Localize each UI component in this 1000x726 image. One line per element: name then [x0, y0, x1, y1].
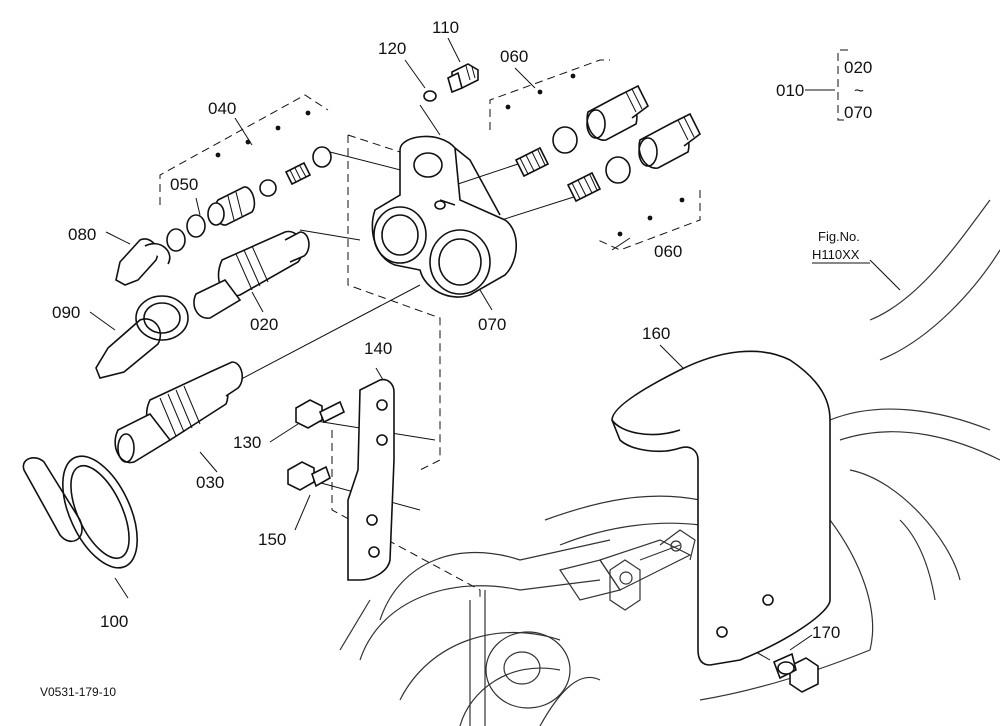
- part-020-coupler: [193, 230, 310, 319]
- fig-ref-line2: H110XX: [812, 247, 860, 262]
- part-060-set-bottom: [566, 112, 702, 203]
- label-160: 160: [642, 324, 670, 343]
- label-120: 120: [378, 39, 406, 58]
- label-070: 070: [478, 315, 506, 334]
- part-160-cover: [611, 350, 831, 666]
- part-140-bracket: [347, 378, 395, 581]
- label-010: 010: [776, 81, 804, 100]
- part-070-valve-block: [371, 135, 517, 298]
- part-130-bolt: [295, 399, 346, 429]
- drawing-code: V0531-179-10: [40, 685, 116, 699]
- part-030-coupler: [114, 361, 244, 464]
- part-110-fitting: [447, 63, 479, 94]
- part-080-dust-cap: [115, 238, 171, 286]
- label-020: 020: [250, 315, 278, 334]
- part-120-oring: [423, 90, 437, 102]
- part-labels: 110 120 060 040 050 080 090 020 070 060 …: [52, 18, 872, 642]
- part-060-set-top: [514, 84, 650, 178]
- leader-dots: [215, 73, 685, 237]
- label-080: 080: [68, 225, 96, 244]
- label-050: 050: [170, 175, 198, 194]
- label-110: 110: [432, 18, 459, 37]
- part-090-cap: [95, 295, 189, 379]
- group-bracket-010: [837, 49, 848, 121]
- label-range-020: 020: [844, 58, 872, 77]
- loader-frame-outline: [339, 199, 1000, 726]
- label-060-bottom: 060: [654, 242, 682, 261]
- part-150-bolt: [287, 461, 331, 491]
- label-170: 170: [812, 623, 840, 642]
- group-bracket-040: [159, 94, 329, 205]
- label-100: 100: [100, 612, 128, 631]
- fig-ref-line1: Fig.No.: [818, 229, 860, 244]
- label-range-070: 070: [844, 103, 872, 122]
- label-140: 140: [364, 339, 392, 358]
- label-150: 150: [258, 530, 286, 549]
- label-range-tilde: ~: [854, 81, 864, 100]
- figure-reference: Fig.No. H110XX: [812, 229, 870, 264]
- label-130: 130: [233, 433, 261, 452]
- part-170-bolt: [772, 652, 819, 693]
- label-090: 090: [52, 303, 80, 322]
- label-030: 030: [196, 473, 224, 492]
- label-040: 040: [208, 99, 236, 118]
- group-bracket-bolts: [331, 430, 481, 600]
- part-100-dust-cap: [22, 455, 138, 569]
- group-bracket-060-top: [489, 59, 610, 130]
- label-060-top: 060: [500, 47, 528, 66]
- group-bracket-060-bottom: [597, 190, 701, 251]
- part-040-valve-parts: [166, 146, 332, 252]
